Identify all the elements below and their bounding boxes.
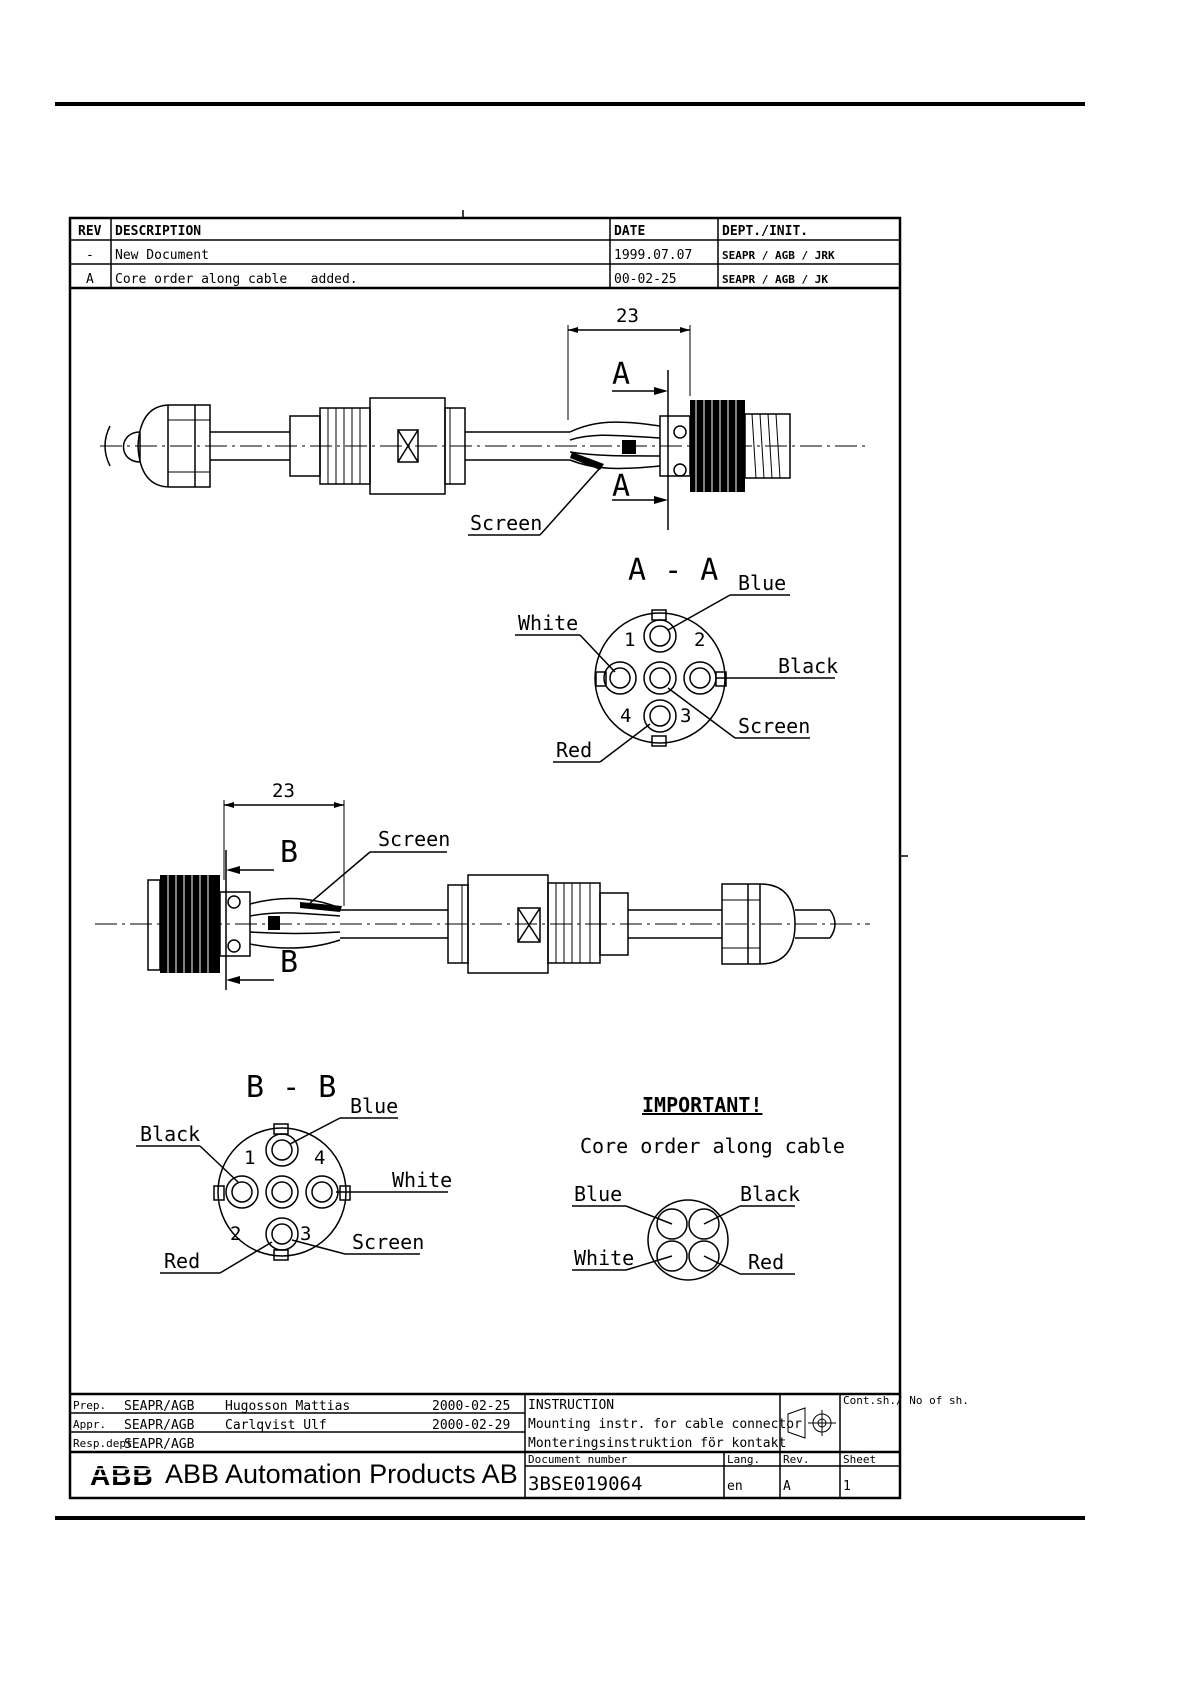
section-mark-b-upper: B (280, 835, 298, 870)
row2-description: Core order along cable added. (115, 272, 358, 287)
dept-header: DEPT./INIT. (722, 224, 808, 239)
section-b-b: B - B 1 4 2 3 Blue Black White Screen Re… (136, 1070, 452, 1274)
aa-white-label: White (518, 611, 578, 635)
section-mark-b-lower: B (280, 945, 298, 980)
section-bb-title: B - B (246, 1070, 336, 1105)
top-screen-label: Screen (470, 511, 542, 535)
title-block: Prep. SEAPR/AGB Hugosson Mattias 2000-02… (70, 1392, 969, 1498)
title-sv: Monteringsinstruktion för kontakt (528, 1436, 786, 1451)
aa-screen-label: Screen (738, 714, 810, 738)
aa-pin-1: 1 (624, 629, 635, 651)
row1-date: 1999.07.07 (614, 248, 692, 263)
row1-description: New Document (115, 248, 209, 263)
date-header: DATE (614, 224, 645, 239)
appr-date: 2000-02-29 (432, 1418, 510, 1433)
bottom-screen-label: Screen (378, 827, 450, 851)
doc-number-label: Document number (528, 1453, 628, 1466)
core-order-note: IMPORTANT! Core order along cable Blue B… (572, 1093, 845, 1281)
lang-value: en (727, 1479, 743, 1494)
prep-date: 2000-02-25 (432, 1399, 510, 1414)
core-red-label: Red (748, 1250, 784, 1274)
description-header: DESCRIPTION (115, 224, 201, 239)
bottom-rule (55, 1516, 1085, 1520)
important-subtitle: Core order along cable (580, 1134, 845, 1158)
appr-label: Appr. (73, 1418, 106, 1431)
bb-pin-2: 2 (230, 1223, 241, 1245)
rev-label: Rev. (783, 1453, 810, 1466)
lang-label: Lang. (727, 1453, 760, 1466)
bb-pin-4: 4 (314, 1147, 325, 1169)
aa-red-label: Red (556, 738, 592, 762)
row2-dept: SEAPR / AGB / JK (722, 273, 828, 286)
revision-table: REV DESCRIPTION DATE DEPT./INIT. - New D… (70, 218, 900, 290)
projection-symbol-icon (787, 1407, 836, 1439)
sheet-value: 1 (843, 1479, 851, 1494)
resp-dept: SEAPR/AGB (124, 1437, 195, 1452)
section-mark-a-lower: A (612, 469, 630, 504)
doc-type: INSTRUCTION (528, 1398, 614, 1413)
prep-name: Hugosson Mattias (225, 1399, 350, 1414)
bb-black-label: Black (140, 1122, 200, 1146)
bb-pin-3: 3 (300, 1223, 311, 1245)
resp-label: Resp.dept (73, 1437, 133, 1450)
row2-date: 00-02-25 (614, 272, 677, 287)
aa-black-label: Black (778, 654, 838, 678)
rev-value: A (783, 1479, 791, 1494)
top-rule (55, 102, 1085, 106)
important-title: IMPORTANT! (642, 1093, 762, 1117)
row1-dept: SEAPR / AGB / JRK (722, 249, 835, 262)
section-mark-a-upper: A (612, 357, 630, 392)
cont-label: Cont.sh./ No of sh. (843, 1394, 969, 1407)
prep-label: Prep. (73, 1399, 106, 1412)
bb-screen-label: Screen (352, 1230, 424, 1254)
aa-pin-2: 2 (694, 629, 705, 651)
sheet-label: Sheet (843, 1453, 876, 1466)
title-en: Mounting instr. for cable connector (528, 1417, 802, 1432)
aa-pin-3: 3 (680, 705, 691, 727)
core-white-label: White (574, 1246, 634, 1270)
bb-pin-1: 1 (244, 1147, 255, 1169)
drawing-frame (68, 216, 902, 1500)
section-aa-title: A - A (628, 553, 718, 588)
core-black-label: Black (740, 1182, 800, 1206)
doc-number: 3BSE019064 (528, 1473, 642, 1495)
top-connector-view: 23 A A Screen (100, 305, 870, 536)
aa-blue-label: Blue (738, 571, 786, 595)
bb-white-label: White (392, 1168, 452, 1192)
bb-blue-label: Blue (350, 1094, 398, 1118)
appr-name: Carlqvist Ulf (225, 1418, 327, 1433)
bottom-connector-view: 23 B B Screen (95, 780, 870, 990)
row1-rev: - (86, 248, 94, 263)
top-dimension: 23 (616, 305, 639, 327)
appr-dept: SEAPR/AGB (124, 1418, 195, 1433)
abb-logo: ABB (88, 1460, 153, 1491)
rev-header: REV (78, 224, 102, 239)
core-blue-label: Blue (574, 1182, 622, 1206)
bb-red-label: Red (164, 1249, 200, 1273)
bottom-dimension: 23 (272, 780, 295, 802)
aa-pin-4: 4 (620, 705, 631, 727)
row2-rev: A (86, 272, 94, 287)
prep-dept: SEAPR/AGB (124, 1399, 195, 1414)
company-name: ABB Automation Products AB (165, 1459, 518, 1489)
section-a-a: A - A 1 2 3 4 Blue White Black Screen Re… (515, 553, 838, 763)
